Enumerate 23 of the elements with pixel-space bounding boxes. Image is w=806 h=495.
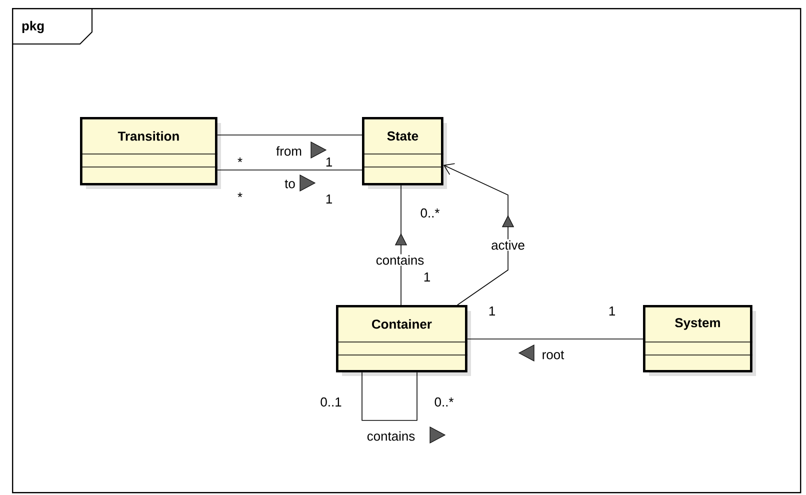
edge-label: to	[284, 174, 316, 192]
class-box: Transition	[80, 117, 221, 189]
multiplicity-label: 1	[326, 194, 332, 204]
association-line	[362, 372, 418, 421]
edge-label: from	[275, 142, 327, 158]
multiplicity-label: 0..1	[320, 397, 342, 407]
edge-label: contains	[374, 254, 426, 266]
edge-label: contains	[366, 426, 446, 444]
class-box: State	[362, 117, 447, 189]
multiplicity-label: 0..*	[420, 208, 440, 218]
class-box: Container	[336, 305, 471, 376]
multiplicity-label: 1	[424, 272, 430, 282]
association-line	[467, 338, 644, 340]
edge-label: root	[518, 344, 566, 362]
multiplicity-label: 1	[489, 306, 495, 316]
multiplicity-label: *	[238, 158, 242, 162]
multiplicity-label: 1	[609, 306, 615, 316]
multiplicity-label: 0..*	[434, 397, 454, 407]
edge-label: active	[490, 239, 526, 251]
multiplicity-label: 1	[326, 158, 332, 166]
association-line	[217, 134, 362, 136]
class-box: System	[642, 305, 756, 376]
multiplicity-label: *	[238, 192, 242, 198]
